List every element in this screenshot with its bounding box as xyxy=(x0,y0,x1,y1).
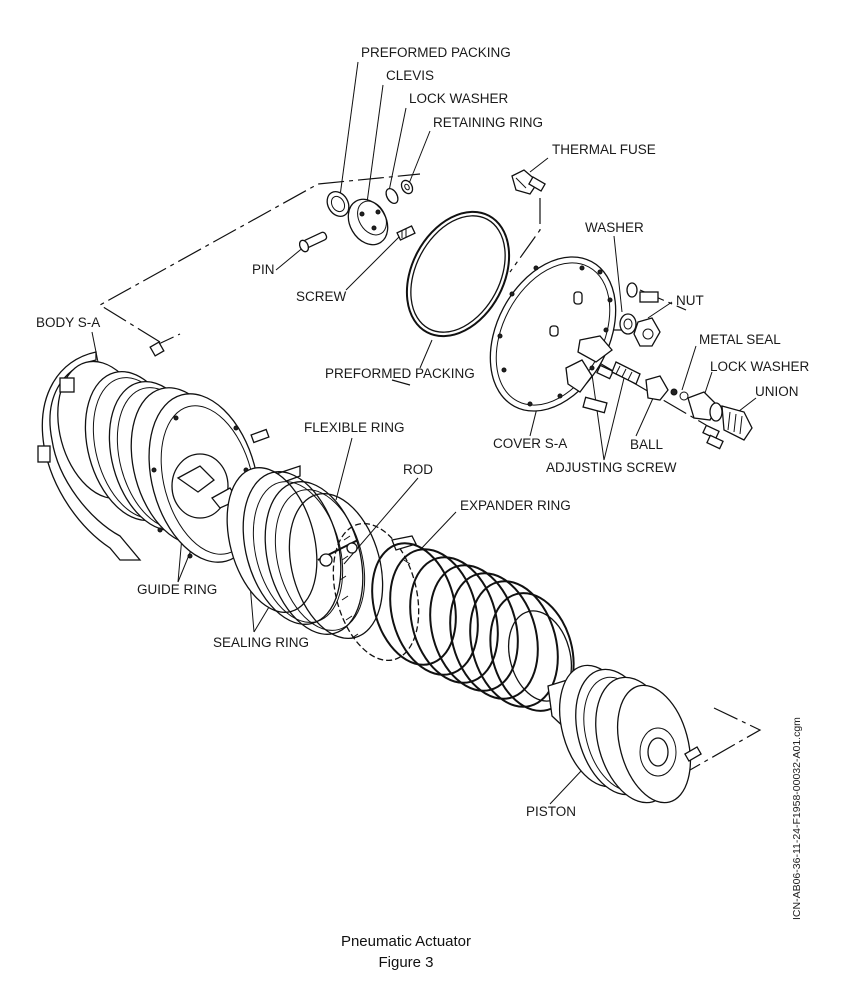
union-group xyxy=(687,391,753,450)
label-piston: PISTON xyxy=(526,804,577,819)
thermal-fuse-part xyxy=(511,169,546,195)
label-metal-seal: METAL SEAL xyxy=(699,332,781,347)
retaining-ring-small xyxy=(400,179,414,195)
valve-body-group xyxy=(565,335,689,414)
label-lock-washer-top: LOCK WASHER xyxy=(409,91,509,106)
screw-small xyxy=(396,225,416,241)
preformed-packing-large xyxy=(405,210,511,338)
label-guide-ring: GUIDE RING xyxy=(137,582,218,597)
figure-caption-title: Pneumatic Actuator xyxy=(340,933,472,950)
preformed-packing-small xyxy=(326,191,350,217)
label-sealing-ring: SEALING RING xyxy=(213,635,310,650)
label-retaining-ring: RETAINING RING xyxy=(433,115,544,130)
label-flexible-ring: FLEXIBLE RING xyxy=(304,420,405,435)
label-expander-ring: EXPANDER RING xyxy=(460,498,571,513)
label-lock-washer-right: LOCK WASHER xyxy=(710,359,810,374)
label-body-sa: BODY S-A xyxy=(36,315,101,330)
label-rod: ROD xyxy=(403,462,433,477)
label-cover-sa: COVER S-A xyxy=(493,436,568,451)
label-thermal-fuse: THERMAL FUSE xyxy=(552,142,656,157)
piston-part xyxy=(547,664,702,804)
label-pin: PIN xyxy=(252,262,275,277)
lock-washer-small xyxy=(385,187,399,205)
label-union: UNION xyxy=(755,384,799,399)
body-sa xyxy=(37,341,270,563)
label-screw: SCREW xyxy=(296,289,347,304)
label-adjusting-screw: ADJUSTING SCREW xyxy=(546,460,677,475)
clevis-part xyxy=(347,198,389,246)
label-preformed-packing-top: PREFORMED PACKING xyxy=(361,45,511,60)
spring-coils xyxy=(371,542,575,712)
washer-nut-group xyxy=(619,282,661,347)
cover-sa xyxy=(489,256,617,412)
label-preformed-packing-mid: PREFORMED PACKING xyxy=(325,366,475,381)
figure-caption-number: Figure 3 xyxy=(378,954,434,971)
label-washer: WASHER xyxy=(585,220,644,235)
flexible-ring-group xyxy=(226,465,384,640)
label-clevis: CLEVIS xyxy=(386,68,435,83)
label-ball: BALL xyxy=(630,437,664,452)
icn-code: ICN-AB06-36-11-24-F1958-00032-A01.cgm xyxy=(791,717,803,920)
label-nut: NUT xyxy=(676,293,704,308)
pin-part xyxy=(298,231,328,253)
